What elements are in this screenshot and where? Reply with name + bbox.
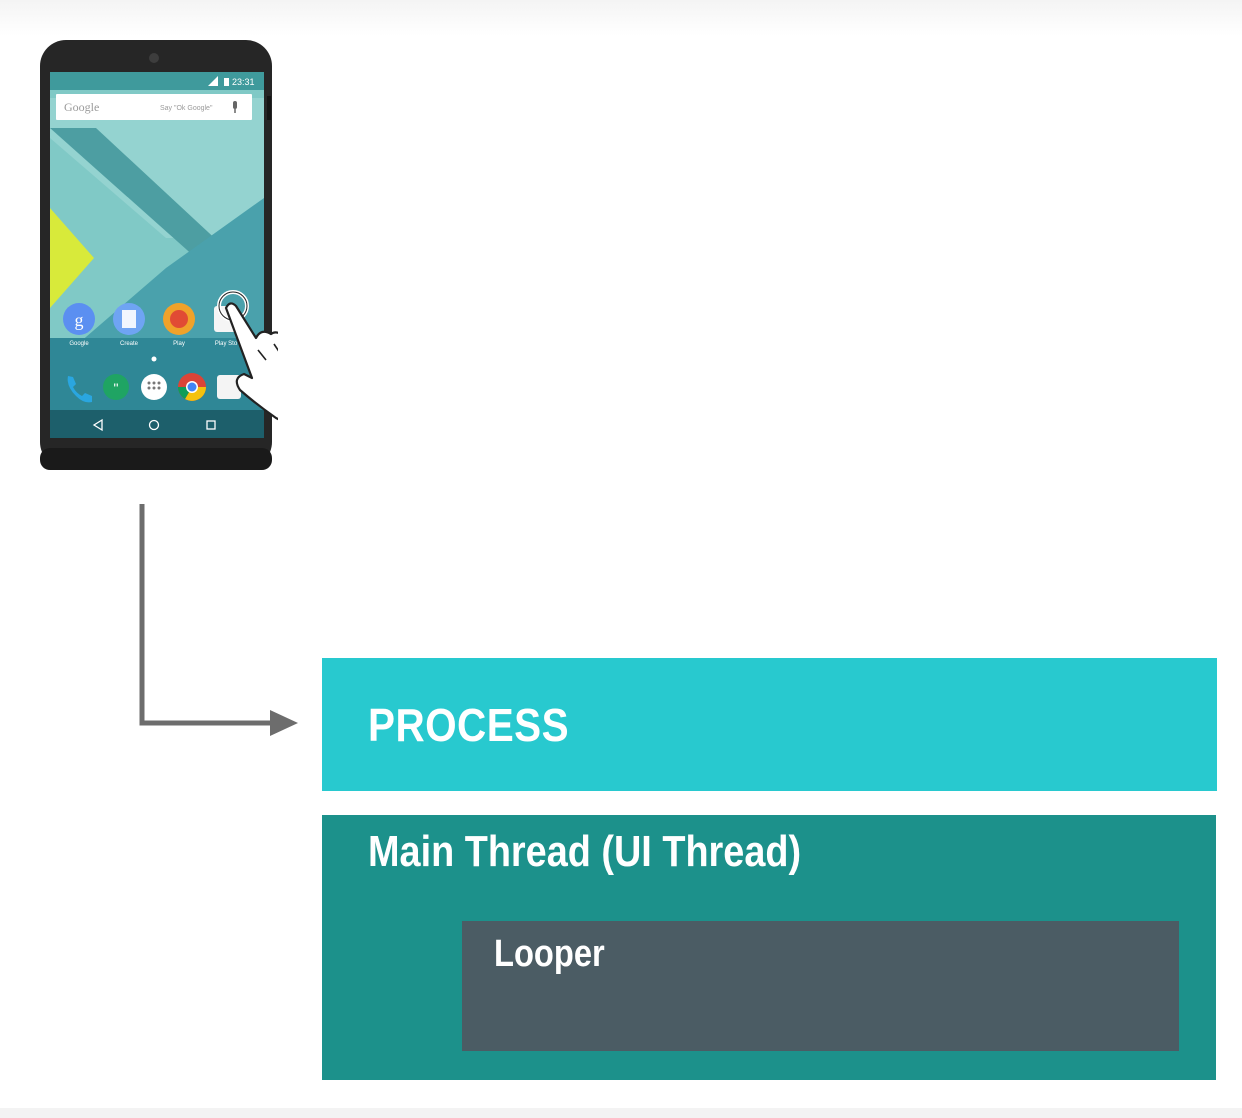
phone-screen: 23:31 Google Say "Ok Google" g Google Cr… <box>50 72 264 438</box>
looper-label: Looper <box>494 933 605 975</box>
photos-icon[interactable] <box>217 375 241 399</box>
search-bar[interactable] <box>56 94 252 120</box>
page-indicator <box>151 356 157 362</box>
status-time: 23:31 <box>232 77 255 87</box>
process-box: PROCESS <box>322 658 1217 791</box>
svg-text:g: g <box>75 310 84 330</box>
arrowhead <box>270 710 298 736</box>
google-app-icon[interactable] <box>63 303 95 335</box>
looper-box: Looper <box>462 921 1179 1051</box>
phone-call-icon[interactable] <box>67 376 92 403</box>
mic-icon[interactable] <box>233 101 237 109</box>
bottom-shade <box>0 1108 1242 1118</box>
search-logo: Google <box>64 100 99 114</box>
back-nav-icon[interactable] <box>92 418 103 432</box>
hand-icon <box>224 302 278 421</box>
home-nav-icon[interactable] <box>148 419 160 431</box>
hangouts-icon[interactable] <box>103 374 129 400</box>
svg-text:": " <box>114 380 119 396</box>
search-hint: Say "Ok Google" <box>160 105 213 112</box>
recents-nav-icon[interactable] <box>206 420 216 430</box>
app-label-google: Google <box>69 341 89 347</box>
process-label: PROCESS <box>368 699 570 751</box>
phone-illustration: 23:31 Google Say "Ok Google" g Google Cr… <box>36 38 278 474</box>
flow-arrow <box>139 504 298 736</box>
app-label-create: Create <box>120 341 139 347</box>
main-thread-label: Main Thread (UI Thread) <box>368 827 802 876</box>
phone-svg: 23:31 Google Say "Ok Google" g Google Cr… <box>40 40 278 470</box>
app-label-play: Play <box>173 341 185 347</box>
top-shade <box>0 0 1242 36</box>
app-label-play-store: Play Sto <box>215 341 238 347</box>
